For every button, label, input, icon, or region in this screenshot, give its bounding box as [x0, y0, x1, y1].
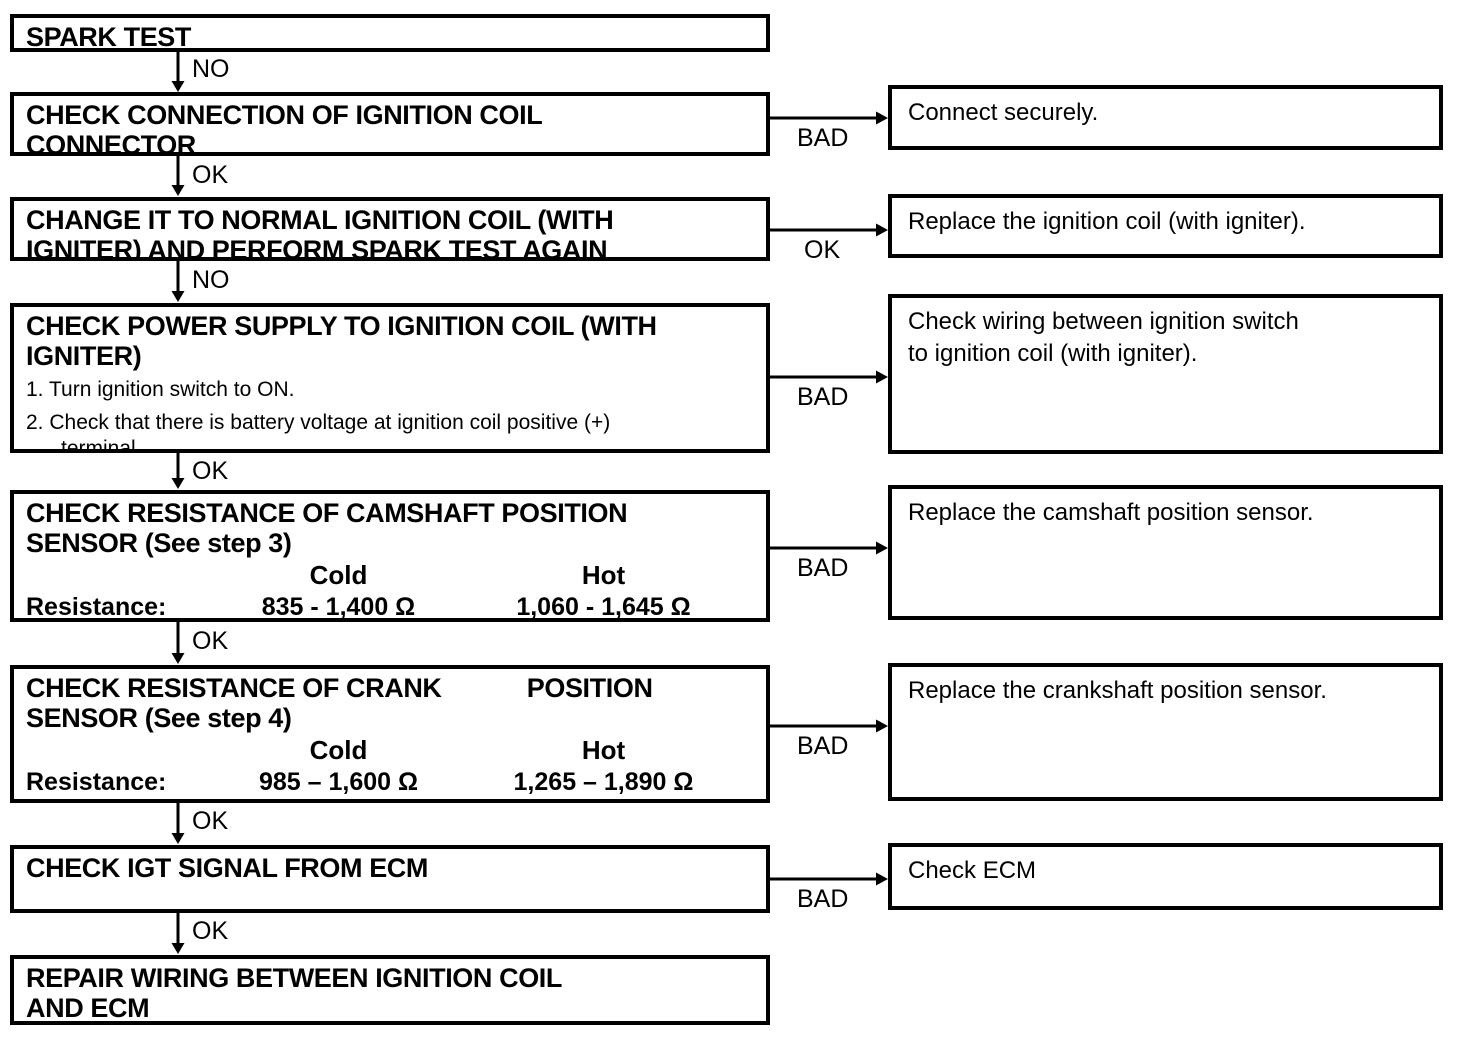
result-box-check-ecm: Check ECM [888, 843, 1443, 910]
cold-value: 985 – 1,600 Ω [258, 767, 419, 796]
step-box-repair-wiring: REPAIR WIRING BETWEEN IGNITION COIL AND … [10, 955, 770, 1025]
down-label-ok-1: OK [192, 161, 229, 189]
result-box-check-wiring: Check wiring between ignition switch to … [888, 294, 1443, 454]
side-label-bad-2: BAD [797, 383, 849, 411]
down-label-ok-3: OK [192, 457, 229, 485]
result-text: Check wiring between ignition switch to … [908, 308, 1299, 367]
result-box-replace-crankshaft-sensor: Replace the crankshaft position sensor. [888, 663, 1443, 801]
step-box-check-power-supply: CHECK POWER SUPPLY TO IGNITION COIL (WIT… [10, 303, 770, 453]
result-box-replace-ignition-coil: Replace the ignition coil (with igniter)… [888, 194, 1443, 258]
step-title: CHANGE IT TO NORMAL IGNITION COIL (WITH … [26, 205, 614, 261]
step-instruction: 1. Turn ignition switch to ON. [26, 378, 295, 402]
step-box-camshaft-resistance: CHECK RESISTANCE OF CAMSHAFT POSITION SE… [10, 490, 770, 622]
result-text: Connect securely. [908, 99, 1099, 126]
down-label-no-0: NO [192, 55, 230, 83]
result-box-connect-securely: Connect securely. [888, 85, 1443, 150]
cold-header: Cold [309, 560, 368, 591]
spacer-cell [26, 735, 216, 766]
result-text: Replace the camshaft position sensor. [908, 499, 1314, 526]
spacer-cell [26, 560, 216, 591]
result-box-replace-camshaft-sensor: Replace the camshaft position sensor. [888, 485, 1443, 620]
side-label-bad-4: BAD [797, 732, 849, 760]
step-title: CHECK POWER SUPPLY TO IGNITION COIL (WIT… [26, 311, 657, 372]
resistance-table: Cold Hot Resistance: 985 – 1,600 Ω 1,265… [26, 735, 754, 796]
step-title: CHECK CONNECTION OF IGNITION COIL CONNEC… [26, 100, 543, 156]
result-text: Check ECM [908, 857, 1037, 884]
step-title: CHECK IGT SIGNAL FROM ECM [26, 853, 429, 883]
down-label-ok-4: OK [192, 627, 229, 655]
cold-value: 835 - 1,400 Ω [261, 592, 416, 621]
side-label-bad-5: BAD [797, 885, 849, 913]
down-label-no-2: NO [192, 266, 230, 294]
resistance-label: Resistance: [26, 592, 167, 621]
step-box-change-coil: CHANGE IT TO NORMAL IGNITION COIL (WITH … [10, 197, 770, 261]
result-text: Replace the ignition coil (with igniter)… [908, 208, 1306, 235]
step-instruction: 2. Check that there is battery voltage a… [26, 410, 611, 453]
step-box-check-connection: CHECK CONNECTION OF IGNITION COIL CONNEC… [10, 92, 770, 156]
down-label-ok-5: OK [192, 807, 229, 835]
step-box-check-igt-signal: CHECK IGT SIGNAL FROM ECM [10, 845, 770, 913]
result-text: Replace the crankshaft position sensor. [908, 677, 1327, 704]
step-title: CHECK RESISTANCE OF CAMSHAFT POSITION SE… [26, 498, 628, 559]
hot-header: Hot [581, 735, 626, 766]
side-label-bad-0: BAD [797, 124, 849, 152]
hot-value: 1,060 - 1,645 Ω [516, 592, 691, 621]
step-box-crank-resistance: CHECK RESISTANCE OF CRANK POSITION SENSO… [10, 665, 770, 803]
step-title: REPAIR WIRING BETWEEN IGNITION COIL AND … [26, 963, 562, 1024]
resistance-table: Cold Hot Resistance: 835 - 1,400 Ω 1,060… [26, 560, 754, 621]
hot-header: Hot [581, 560, 626, 591]
side-label-bad-3: BAD [797, 554, 849, 582]
step-title: SPARK TEST [26, 22, 192, 52]
step-title: CHECK RESISTANCE OF CRANK POSITION SENSO… [26, 673, 653, 734]
resistance-label: Resistance: [26, 767, 167, 796]
cold-header: Cold [309, 735, 368, 766]
hot-value: 1,265 – 1,890 Ω [513, 767, 694, 796]
side-label-ok-1: OK [804, 236, 841, 264]
down-label-ok-6: OK [192, 917, 229, 945]
step-box-spark-test: SPARK TEST [10, 14, 770, 52]
